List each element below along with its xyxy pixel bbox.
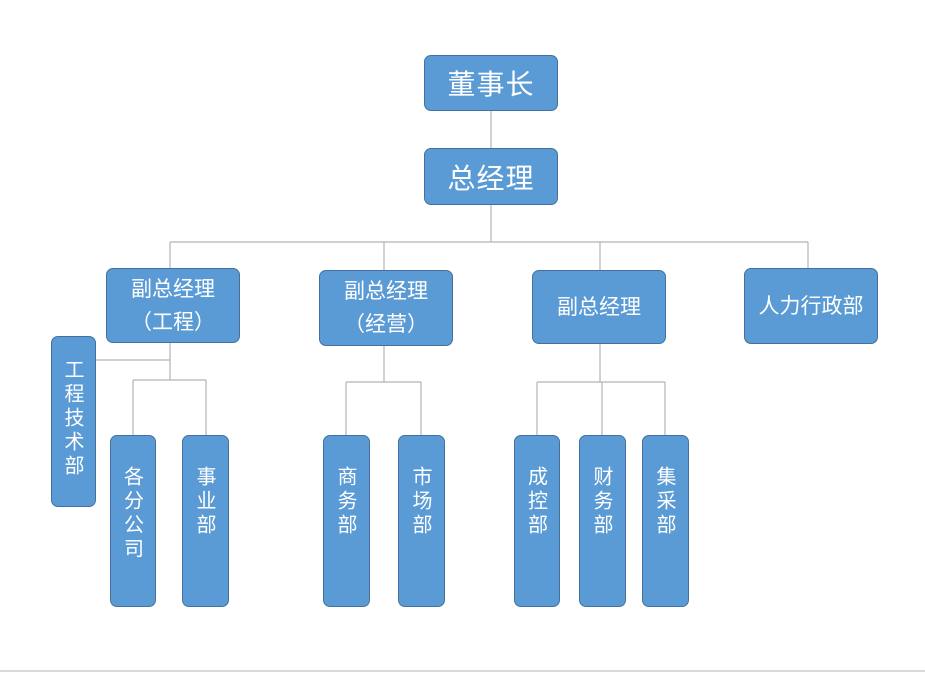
page-bottom-divider [0,670,925,672]
vp-engineering-label: 副总经理 （工程） [131,276,215,334]
vp-operations-label: 副总经理 （经营） [344,279,428,336]
procurement-dept-label: 集采部 [653,466,677,538]
engineering-tech-box: 工程技术部 [51,336,96,507]
business-dept-box: 事业部 [182,435,229,607]
commerce-dept-box: 商务部 [323,435,370,607]
chairman-label: 董事长 [447,68,535,101]
finance-dept-label: 财务部 [590,466,614,538]
vp-operations-box: 副总经理 （经营） [319,270,453,346]
hr-admin-label: 人力行政部 [758,293,864,318]
general-manager-box: 总经理 [424,148,558,205]
branch-companies-box: 各分公司 [110,435,156,607]
general-manager-label: 总经理 [447,161,535,195]
chairman-box: 董事长 [424,55,558,111]
finance-dept-box: 财务部 [579,435,626,607]
business-dept-label: 事业部 [193,466,217,538]
vp-general-label: 副总经理 [557,294,641,319]
cost-control-box: 成控部 [514,435,560,607]
branch-companies-label: 各分公司 [120,466,145,562]
engineering-tech-label: 工程技术部 [61,359,85,479]
cost-control-label: 成控部 [524,466,549,538]
hr-admin-box: 人力行政部 [744,268,878,344]
vp-general-box: 副总经理 [532,270,666,344]
vp-engineering-box: 副总经理 （工程） [106,268,240,343]
commerce-dept-label: 商务部 [334,466,358,538]
market-dept-box: 市场部 [398,435,445,607]
procurement-dept-box: 集采部 [642,435,689,607]
market-dept-label: 市场部 [409,466,433,538]
